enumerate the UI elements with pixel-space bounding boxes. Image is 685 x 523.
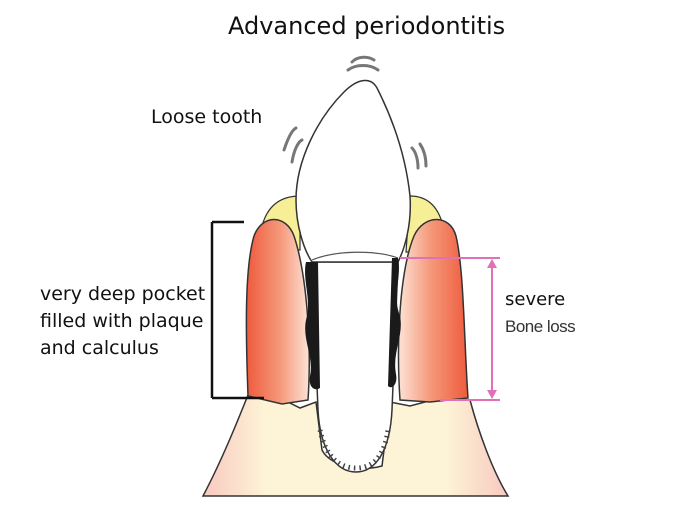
loose-tooth-label: Loose tooth	[151, 106, 263, 128]
pocket-bracket	[210, 220, 264, 400]
calculus-right	[388, 258, 401, 388]
pocket-label-line-1: very deep pocket	[40, 283, 206, 305]
right-gum	[397, 218, 469, 403]
severe-label: severe	[505, 289, 566, 310]
bone-loss-label: Bone loss	[505, 317, 576, 336]
tooth-crown	[295, 79, 412, 263]
pocket-label-line-3: and calculus	[40, 337, 159, 359]
pocket-label: very deep pocket filled with plaque and …	[40, 281, 205, 362]
pocket-label-line-2: filled with plaque	[40, 310, 204, 332]
calculus-left	[305, 262, 320, 390]
diagram-title: Advanced periodontitis	[228, 12, 506, 40]
motion-marks	[282, 55, 428, 170]
bone-loss-marker	[400, 257, 500, 401]
cej-line	[311, 251, 399, 261]
